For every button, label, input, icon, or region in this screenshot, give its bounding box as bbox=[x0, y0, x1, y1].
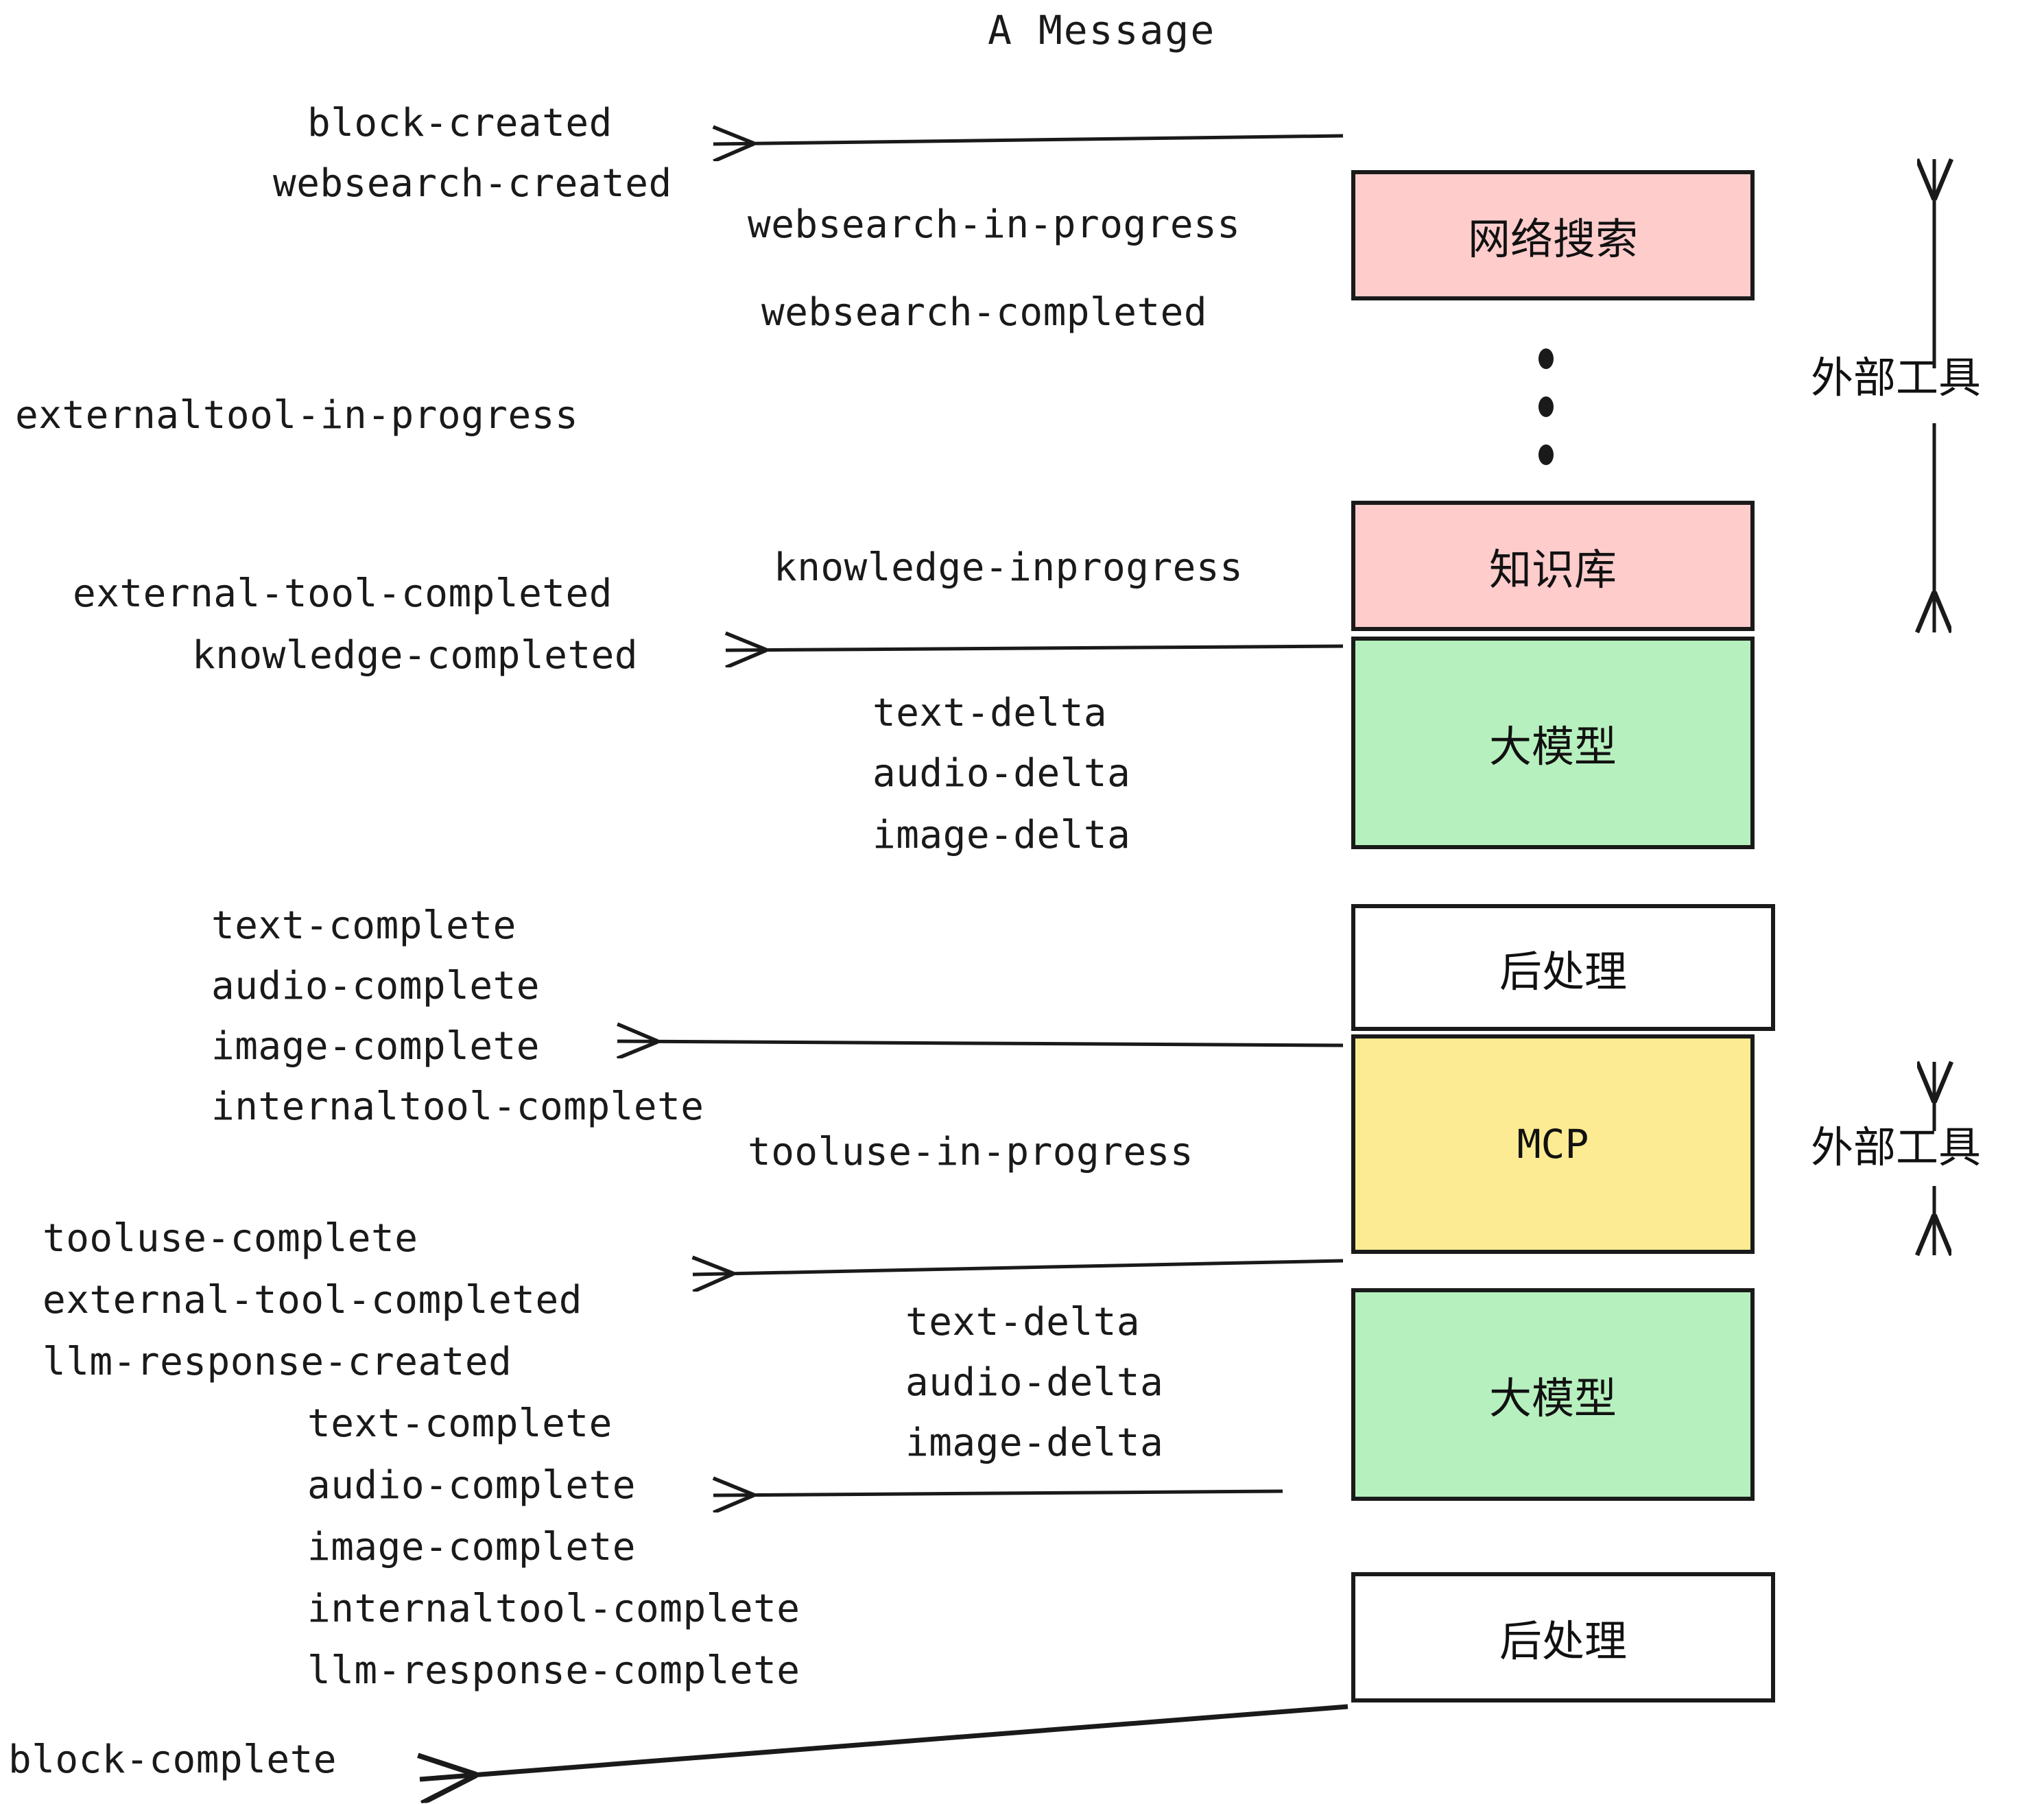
event-label-block-complete: block-complete bbox=[8, 1737, 337, 1782]
box-label: 大模型 bbox=[1488, 1373, 1617, 1423]
box-llm-2: 大模型 bbox=[1351, 1288, 1755, 1501]
event-label-websearch-in-progress: websearch-in-progress bbox=[748, 202, 1241, 247]
ellipsis-dot bbox=[1538, 444, 1554, 465]
arrow-audio-complete bbox=[713, 1491, 1283, 1495]
event-label-text-delta-1: text-delta bbox=[872, 691, 1108, 735]
box-label: 后处理 bbox=[1499, 1616, 1627, 1666]
box-websearch: 网络搜索 bbox=[1351, 170, 1755, 300]
event-label-external-tool-completed-2: external-tool-completed bbox=[43, 1278, 582, 1322]
event-label-image-delta-2: image-delta bbox=[905, 1421, 1164, 1465]
page-title: A Message bbox=[988, 7, 1216, 54]
event-label-websearch-completed: websearch-completed bbox=[761, 290, 1208, 335]
box-postprocess-2: 后处理 bbox=[1351, 1572, 1775, 1702]
event-label-text-delta-2: text-delta bbox=[905, 1300, 1141, 1344]
event-label-internaltool-complete-1: internaltool-complete bbox=[211, 1084, 704, 1129]
event-label-text-complete-2: text-complete bbox=[307, 1401, 613, 1446]
event-label-websearch-created: websearch-created bbox=[273, 161, 672, 206]
arrow-block-complete bbox=[420, 1704, 1348, 1779]
box-label: 后处理 bbox=[1499, 946, 1627, 997]
event-label-text-complete-1: text-complete bbox=[211, 903, 516, 948]
box-label: 大模型 bbox=[1488, 722, 1617, 772]
arrow-image-complete bbox=[617, 1041, 1344, 1045]
event-label-audio-complete-1: audio-complete bbox=[211, 964, 540, 1008]
event-label-audio-complete-2: audio-complete bbox=[307, 1463, 637, 1508]
box-label: 知识库 bbox=[1488, 545, 1617, 595]
event-label-tooluse-complete: tooluse-complete bbox=[43, 1216, 418, 1261]
box-label: 网络搜索 bbox=[1467, 214, 1638, 264]
ellipsis-dot bbox=[1538, 396, 1554, 417]
event-label-image-delta-1: image-delta bbox=[872, 813, 1131, 857]
event-label-knowledge-completed: knowledge-completed bbox=[192, 633, 639, 678]
event-label-internaltool-complete-2: internaltool-complete bbox=[307, 1587, 800, 1631]
box-mcp: MCP bbox=[1351, 1034, 1755, 1254]
event-label-audio-delta-2: audio-delta bbox=[905, 1360, 1164, 1405]
box-label: MCP bbox=[1517, 1121, 1589, 1167]
event-label-image-complete-1: image-complete bbox=[211, 1024, 540, 1069]
event-label-tooluse-in-progress: tooluse-in-progress bbox=[748, 1130, 1194, 1174]
external-tool-label: 外部工具 bbox=[1811, 1122, 1982, 1172]
event-label-external-tool-completed-1: external-tool-completed bbox=[73, 571, 613, 616]
arrow-tooluse-complete bbox=[693, 1261, 1344, 1274]
box-llm-1: 大模型 bbox=[1351, 637, 1755, 849]
event-label-block-created: block-created bbox=[307, 101, 613, 145]
box-postprocess-1: 后处理 bbox=[1351, 904, 1775, 1031]
arrow-block-created bbox=[713, 136, 1344, 144]
box-knowledge: 知识库 bbox=[1351, 501, 1755, 631]
event-label-llm-response-created: llm-response-created bbox=[43, 1340, 512, 1384]
external-tool-label: 外部工具 bbox=[1811, 353, 1982, 403]
event-label-audio-delta-1: audio-delta bbox=[872, 751, 1131, 796]
event-label-knowledge-inprogress: knowledge-inprogress bbox=[774, 545, 1244, 590]
event-label-externaltool-in-progress: externaltool-in-progress bbox=[15, 393, 579, 438]
event-label-image-complete-2: image-complete bbox=[307, 1525, 637, 1569]
arrow-knowledge bbox=[726, 646, 1344, 650]
ellipsis-dot bbox=[1538, 348, 1554, 369]
event-label-llm-response-complete: llm-response-complete bbox=[307, 1648, 800, 1693]
